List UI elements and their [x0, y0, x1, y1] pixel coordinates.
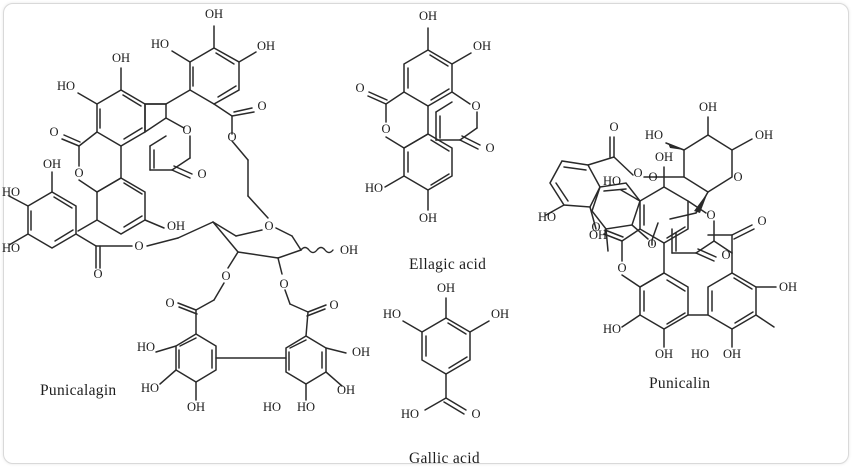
- atom-oh: OH: [473, 39, 491, 53]
- atom-oh: OH: [337, 383, 355, 397]
- atom-o: O: [648, 170, 657, 184]
- atom-ho: HO: [538, 210, 556, 224]
- atom-o: O: [633, 166, 642, 180]
- atom-oh: OH: [43, 157, 61, 171]
- atom-oh: OH: [419, 9, 437, 23]
- atom-o: O: [49, 125, 58, 139]
- atom-o: O: [609, 120, 618, 134]
- atom-oh: OH: [723, 347, 741, 361]
- atom-o: O: [617, 261, 626, 275]
- compound-label-punicalin: Punicalin: [649, 375, 711, 392]
- atom-ho: HO: [137, 340, 155, 354]
- atom-o: O: [257, 99, 266, 113]
- structure-gallic-acid: OH HO OH HO O: [383, 281, 509, 421]
- atom-o: O: [197, 167, 206, 181]
- atom-oh: OH: [699, 100, 717, 114]
- atom-o: O: [279, 277, 288, 291]
- atom-o: O: [721, 248, 730, 262]
- structure-punicalin: OH HO OH O O O O O O HO OH OH HO O O O O…: [538, 100, 797, 361]
- structure-ellagic-acid: OH OH O O O O HO OH: [355, 9, 494, 225]
- atom-o: O: [381, 122, 390, 136]
- atom-oh: OH: [419, 211, 437, 225]
- atom-o: O: [74, 166, 83, 180]
- atom-oh: OH: [491, 307, 509, 321]
- atom-oh: OH: [340, 243, 358, 257]
- atom-ho: HO: [141, 381, 159, 395]
- compound-label-gallic-acid: Gallic acid: [409, 450, 480, 467]
- compound-label-ellagic-acid: Ellagic acid: [409, 256, 487, 273]
- atom-oh: OH: [655, 347, 673, 361]
- atom-ho: HO: [401, 407, 419, 421]
- atom-oh: OH: [779, 280, 797, 294]
- atom-oh: OH: [167, 219, 185, 233]
- compound-label-punicalagin: Punicalagin: [40, 382, 117, 399]
- atom-ho: HO: [365, 181, 383, 195]
- atom-o: O: [221, 269, 230, 283]
- figure-border: [3, 3, 849, 464]
- atom-oh: OH: [655, 150, 673, 164]
- atom-ho: HO: [57, 79, 75, 93]
- atom-o: O: [165, 296, 174, 310]
- atom-o: O: [264, 219, 273, 233]
- atom-o: O: [485, 141, 494, 155]
- atom-oh: OH: [187, 400, 205, 414]
- atom-o: O: [471, 99, 480, 113]
- atom-o: O: [706, 208, 715, 222]
- atom-o: O: [355, 81, 364, 95]
- atom-ho: HO: [383, 307, 401, 321]
- atom-oh: HO: [263, 400, 281, 414]
- atom-ho: HO: [2, 241, 20, 255]
- structure-punicalagin: OH HO OH OH HO O O O O O O OH OH HO HO O…: [2, 7, 370, 414]
- atom-o: O: [757, 214, 766, 228]
- atom-o: O: [93, 267, 102, 281]
- atom-ho: HO: [603, 322, 621, 336]
- atom-oh: OH: [205, 7, 223, 21]
- atom-oh: OH: [352, 345, 370, 359]
- atom-o: O: [227, 130, 236, 144]
- atom-oh: OH: [589, 228, 607, 242]
- atom-o: O: [134, 239, 143, 253]
- atom-ho: HO: [2, 185, 20, 199]
- atom-oh: OH: [112, 51, 130, 65]
- atom-oh: OH: [257, 39, 275, 53]
- atom-oh: OH: [755, 128, 773, 142]
- atom-o: O: [647, 237, 656, 251]
- atom-ho: HO: [297, 400, 315, 414]
- atom-o: O: [471, 407, 480, 421]
- atom-o: O: [591, 220, 600, 234]
- atom-o: O: [182, 123, 191, 137]
- atom-o: O: [329, 298, 338, 312]
- atom-oh: OH: [437, 281, 455, 295]
- atom-ho: HO: [645, 128, 663, 142]
- atom-o: O: [733, 170, 742, 184]
- atom-ho: HO: [603, 174, 621, 188]
- atom-ho: HO: [691, 347, 709, 361]
- atom-ho: HO: [151, 37, 169, 51]
